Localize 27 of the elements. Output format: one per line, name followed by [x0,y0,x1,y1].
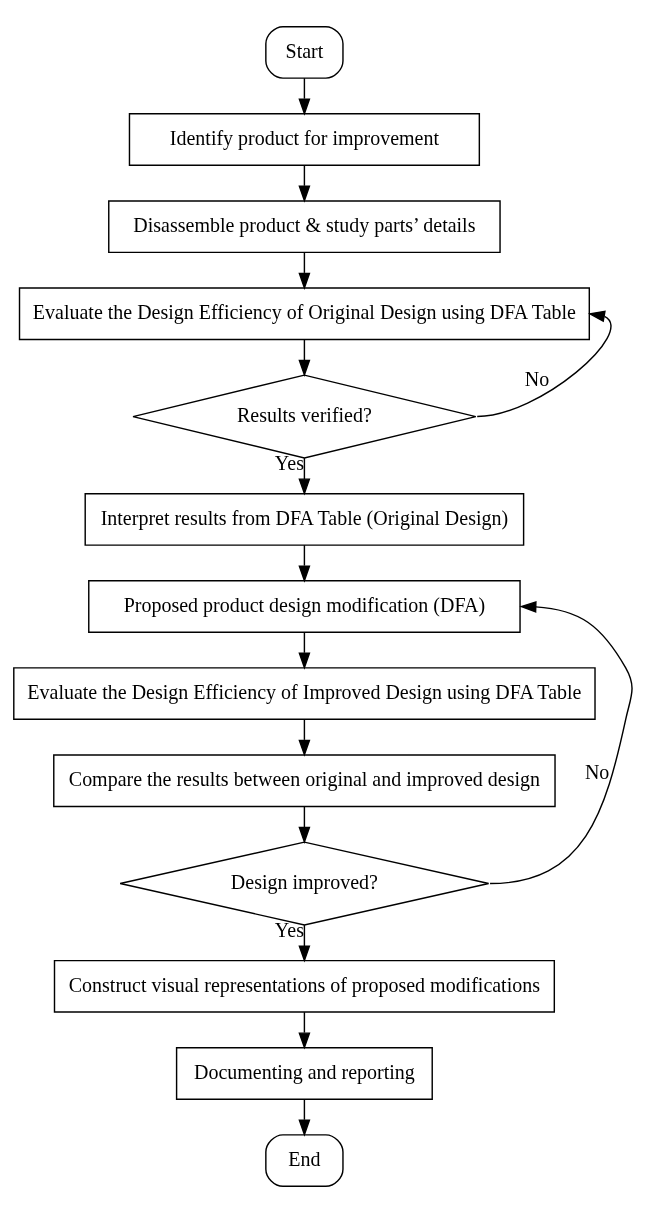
arrow [298,1010,311,1050]
node-box: Identify product for improvement [128,112,481,166]
arrow [298,456,311,496]
edge-label: No [584,760,610,783]
node-box: End [265,1133,344,1187]
node-box: Proposed product design modification (DFA) [88,579,521,633]
arrow [298,1098,311,1137]
arrow [298,923,311,963]
edge-label: No [524,367,550,390]
node-box: Evaluate the Design Efficiency of Original Design using DFA Table [18,286,590,340]
arrow [298,543,311,583]
arrow [298,338,311,377]
arrow [298,631,311,670]
arrow [298,164,311,203]
arrow [298,718,311,757]
arrow [489,600,633,884]
node-box: Construct visual representations of proposed modifications [53,959,556,1013]
node-box: Compare the results between original and improved design [53,753,556,807]
node-box: Start [265,25,344,79]
arrow [298,805,311,844]
node-box: Documenting and reporting [175,1046,433,1100]
node-box: Interpret results from DFA Table (Original Design) [84,492,525,546]
arrow [476,309,612,417]
arrow [298,251,311,290]
arrow [298,77,311,116]
node-box: Evaluate the Design Efficiency of Improved Design using DFA Table [13,666,596,720]
node-box: Disassemble product & study parts’ details [108,199,501,253]
